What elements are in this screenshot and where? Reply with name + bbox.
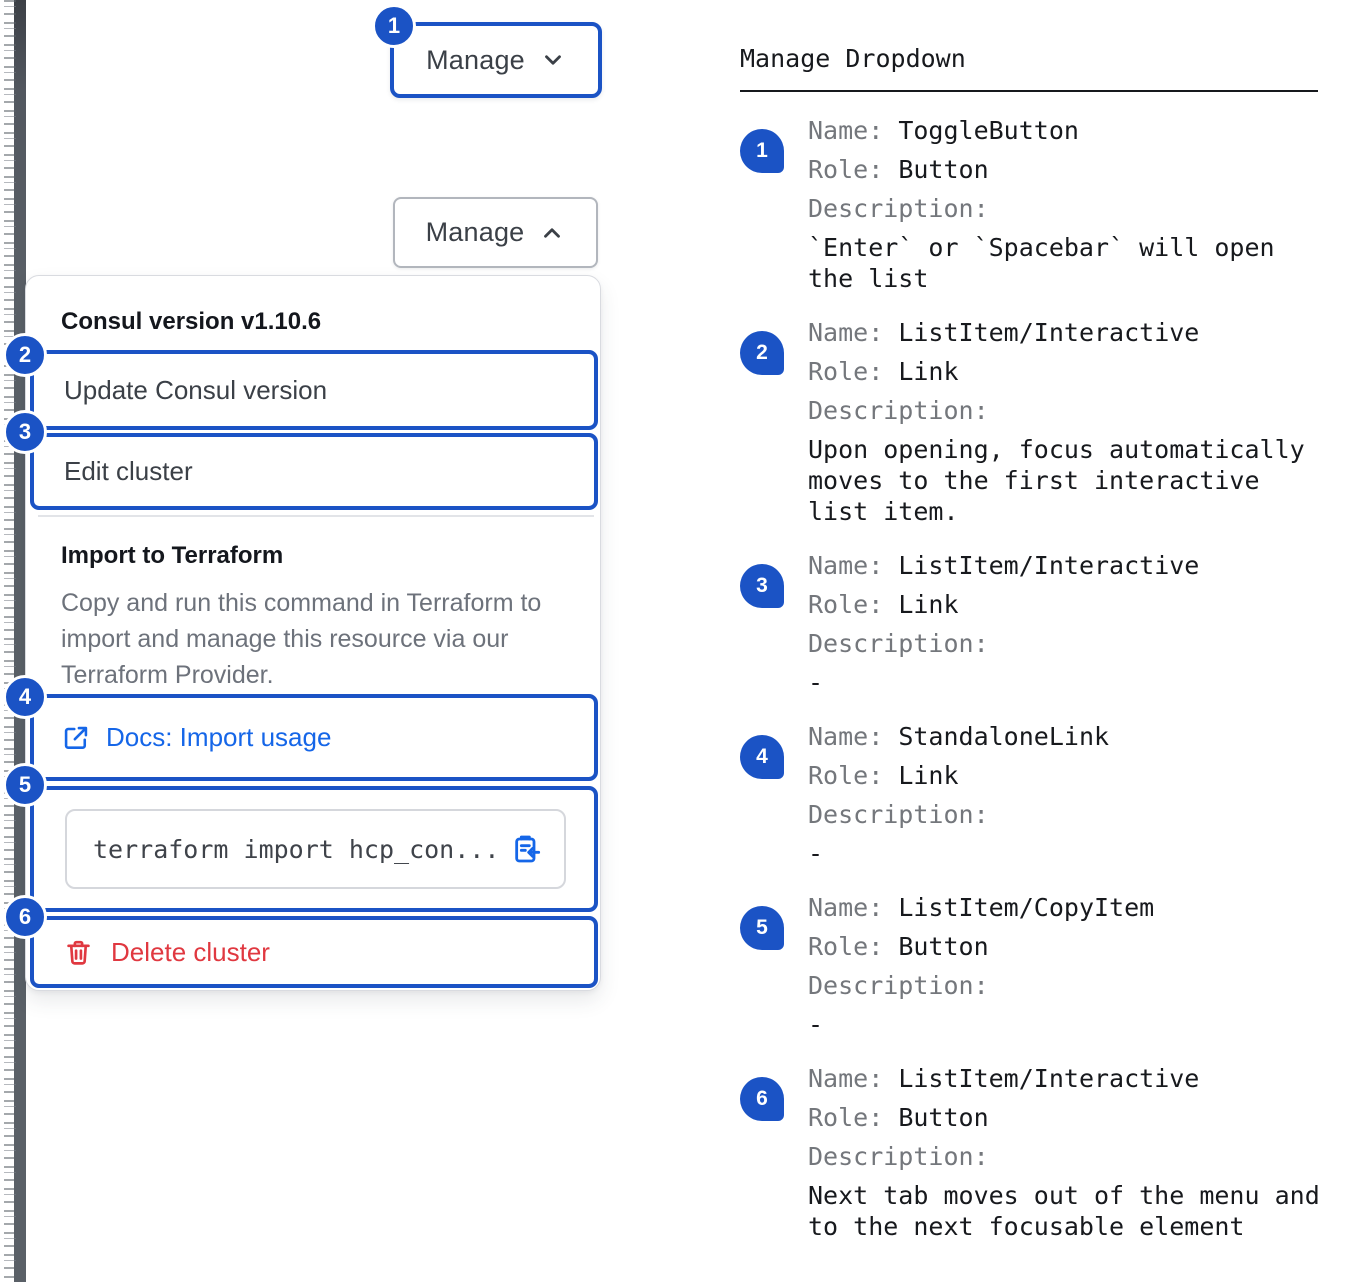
spec-entry-1: 1 Name: ToggleButton Role: Button Descri… <box>740 115 1323 294</box>
spec-entry-2: 2 Name: ListItem/Interactive Role: Link … <box>740 317 1323 527</box>
role-value: Button <box>898 155 989 184</box>
docs-import-usage-link[interactable]: Docs: Import usage <box>106 722 332 752</box>
role-value: Button <box>898 1103 989 1132</box>
description-label: Description: <box>808 800 989 829</box>
chevron-up-icon <box>539 220 565 246</box>
spec-badge-4: 4 <box>740 735 784 779</box>
spec-badge-6: 6 <box>740 1077 784 1121</box>
delete-cluster-label: Delete cluster <box>111 936 270 967</box>
description-label: Description: <box>808 629 989 658</box>
description-label: Description: <box>808 396 989 425</box>
description-value: `Enter` or `Spacebar` will open the list <box>808 233 1275 293</box>
spec-badge-3: 3 <box>740 564 784 608</box>
role-label: Role: <box>808 357 884 386</box>
terraform-import-command: terraform import hcp_con... <box>93 834 500 864</box>
spec-entries: 1 Name: ToggleButton Role: Button Descri… <box>740 115 1323 1242</box>
annotation-badge-6: 6 <box>3 895 47 939</box>
description-value: - <box>808 1010 824 1039</box>
name-value: ListItem/Interactive <box>898 1064 1200 1093</box>
spec-entry-3: 3 Name: ListItem/Interactive Role: Link … <box>740 550 1323 698</box>
role-value: Button <box>898 932 989 961</box>
menu-item-update-consul-version[interactable]: Update Consul version <box>30 350 598 430</box>
annotation-badge-4: 4 <box>3 675 47 719</box>
name-value: StandaloneLink <box>898 722 1110 751</box>
manage-toggle-button-open[interactable]: Manage <box>393 197 598 268</box>
screenshot-edge <box>14 0 26 1282</box>
description-value: Next tab moves out of the menu and to th… <box>808 1181 1320 1241</box>
copy-command-box[interactable]: terraform import hcp_con... <box>65 809 566 889</box>
description-label: Description: <box>808 971 989 1000</box>
name-label: Name: <box>808 551 884 580</box>
role-label: Role: <box>808 590 884 619</box>
spec-badge-5: 5 <box>740 906 784 950</box>
name-value: ToggleButton <box>898 116 1079 145</box>
chevron-down-icon <box>540 47 566 73</box>
role-value: Link <box>898 590 959 619</box>
menu-item-docs-import-usage[interactable]: Docs: Import usage <box>30 694 598 781</box>
spec-badge-2: 2 <box>740 331 784 375</box>
annotation-badge-3: 3 <box>3 410 47 454</box>
name-label: Name: <box>808 893 884 922</box>
manage-button-label: Manage <box>426 44 525 75</box>
spec-title: Manage Dropdown <box>740 44 966 73</box>
description-value: Upon opening, focus automatically moves … <box>808 435 1305 526</box>
consul-version-header: Consul version v1.10.6 <box>61 308 322 335</box>
clipboard-copy-icon[interactable] <box>510 833 542 865</box>
description-label: Description: <box>808 1142 989 1171</box>
manage-button-label: Manage <box>425 217 525 247</box>
role-label: Role: <box>808 932 884 961</box>
spec-badge-1: 1 <box>740 129 784 173</box>
role-label: Role: <box>808 155 884 184</box>
menu-item-edit-cluster[interactable]: Edit cluster <box>30 433 598 510</box>
menu-divider <box>38 515 594 517</box>
name-label: Name: <box>808 722 884 751</box>
name-label: Name: <box>808 116 884 145</box>
annotation-badge-5: 5 <box>3 763 47 807</box>
trash-icon <box>64 938 93 967</box>
spec-divider <box>740 90 1318 92</box>
manage-dropdown-menu: Consul version v1.10.6 Update Consul ver… <box>25 275 601 991</box>
manage-toggle-button[interactable]: Manage <box>390 22 602 98</box>
name-value: ListItem/CopyItem <box>898 893 1155 922</box>
role-value: Link <box>898 357 959 386</box>
role-label: Role: <box>808 761 884 790</box>
annotation-badge-1: 1 <box>372 4 416 48</box>
spec-entry-6: 6 Name: ListItem/Interactive Role: Butto… <box>740 1063 1323 1242</box>
import-terraform-description: Copy and run this command in Terraform t… <box>61 589 542 689</box>
role-label: Role: <box>808 1103 884 1132</box>
external-link-icon <box>62 724 90 752</box>
description-label: Description: <box>808 194 989 223</box>
annotation-badge-2: 2 <box>3 333 47 377</box>
name-label: Name: <box>808 318 884 347</box>
description-value: - <box>808 668 824 697</box>
import-terraform-title: Import to Terraform <box>61 542 284 569</box>
menu-item-delete-cluster[interactable]: Delete cluster <box>30 916 598 988</box>
description-value: - <box>808 839 824 868</box>
spec-entry-4: 4 Name: StandaloneLink Role: Link Descri… <box>740 721 1323 869</box>
menu-item-copy-command[interactable]: terraform import hcp_con... <box>30 786 598 912</box>
role-value: Link <box>898 761 959 790</box>
menu-item-label: Edit cluster <box>64 456 193 486</box>
name-label: Name: <box>808 1064 884 1093</box>
name-value: ListItem/Interactive <box>898 318 1200 347</box>
name-value: ListItem/Interactive <box>898 551 1200 580</box>
spec-entry-5: 5 Name: ListItem/CopyItem Role: Button D… <box>740 892 1323 1040</box>
screenshot-edge-noise <box>4 0 16 1282</box>
menu-item-label: Update Consul version <box>64 374 328 405</box>
